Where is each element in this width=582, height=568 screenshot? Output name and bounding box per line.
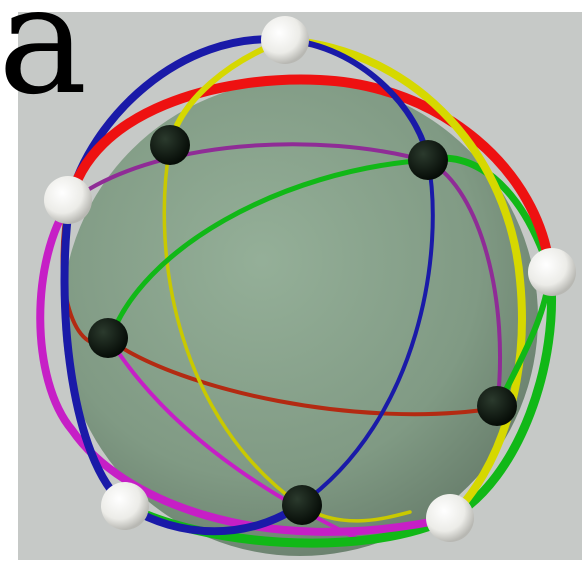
black-vertex — [282, 485, 322, 525]
black-vertex — [150, 125, 190, 165]
panel-label: a — [0, 0, 87, 116]
white-vertex — [528, 248, 576, 296]
white-vertex — [261, 16, 309, 64]
black-vertex — [88, 318, 128, 358]
black-vertex — [408, 140, 448, 180]
white-vertex — [101, 482, 149, 530]
black-vertex — [477, 386, 517, 426]
white-vertex — [426, 494, 474, 542]
white-vertex — [44, 176, 92, 224]
